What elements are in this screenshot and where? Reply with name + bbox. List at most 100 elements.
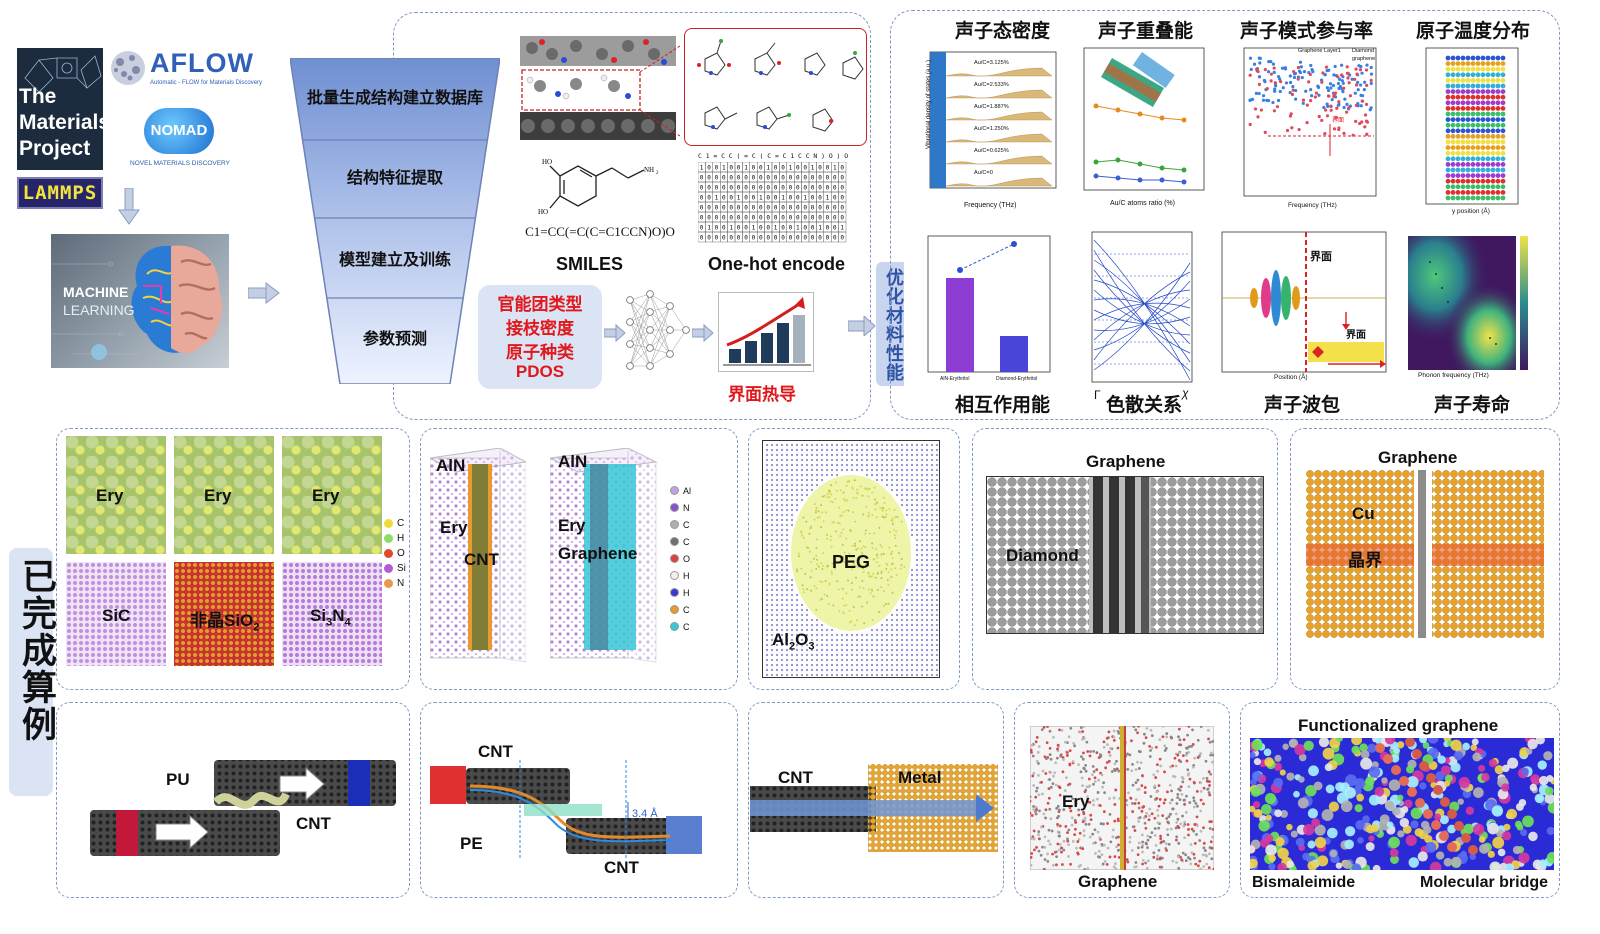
completed-cases-label: 已完成算例 [17, 558, 56, 743]
case-functionalized-graphene [1240, 702, 1560, 898]
svg-text:0: 0 [818, 205, 822, 212]
svg-text:0: 0 [707, 215, 711, 222]
svg-text:0: 0 [715, 185, 719, 192]
svg-text:0: 0 [766, 225, 770, 232]
svg-text:0: 0 [826, 215, 830, 222]
svg-text:0: 0 [766, 185, 770, 192]
legend-c: C [397, 518, 405, 529]
svg-text:0: 0 [803, 205, 807, 212]
ery-top-3: Ery [282, 436, 382, 554]
svg-text:1: 1 [833, 165, 837, 172]
funnel-step-1: 批量生成结构建立数据库 [306, 90, 483, 107]
nomad-subtitle: NOVEL MATERIALS DISCOVERY [130, 160, 230, 167]
svg-text:0: 0 [707, 175, 711, 182]
svg-text:0: 0 [803, 215, 807, 222]
pdos-stack-art: Vibrational density of states (a.u.) [926, 51, 1057, 189]
svg-text:0: 0 [737, 215, 741, 222]
metal-label: Metal [898, 768, 942, 787]
lammps-logo: LAMMPS [17, 177, 103, 209]
svg-text:0: 0 [737, 225, 741, 232]
wavepacket-interface-2: 界面 [1346, 330, 1366, 341]
svg-text:HO: HO [538, 208, 548, 216]
svg-text:0: 0 [700, 235, 704, 242]
feature-box: 官能团类型 接枝密度 原子种类 PDOS [478, 285, 602, 389]
svg-text:1: 1 [826, 195, 830, 202]
svg-text:0: 0 [811, 215, 815, 222]
svg-text:0: 0 [715, 165, 719, 172]
svg-text:0: 0 [781, 165, 785, 172]
pdos-series-6: Au/C=0 [974, 170, 993, 176]
pu-label: PU [166, 770, 190, 789]
svg-text:0: 0 [752, 185, 756, 192]
title-dispersion: 色散关系 [1106, 395, 1183, 416]
svg-text:0: 0 [759, 165, 763, 172]
nomad-logo: NOMAD NOVEL MATERIALS DISCOVERY [130, 108, 230, 174]
wavepacket-interface-1: 界面 [1310, 251, 1332, 263]
svg-text:0: 0 [766, 235, 770, 242]
svg-text:0: 0 [737, 165, 741, 172]
title-lifetime: 声子寿命 [1434, 395, 1511, 416]
svg-text:1: 1 [752, 225, 756, 232]
svg-text:0: 0 [833, 235, 837, 242]
svg-text:0: 0 [700, 195, 704, 202]
overlap-plot: Au/C atoms ratio (%) [1066, 44, 1212, 212]
al2o3-label: Al2O3 [772, 630, 814, 652]
svg-text:0: 0 [759, 205, 763, 212]
functional-groups-box [684, 28, 867, 146]
case-cu-graphene [1290, 428, 1560, 690]
pdos-series-3: Au/C=1.887% [974, 104, 1009, 110]
neural-network-icon [626, 290, 690, 370]
funnel-step-2: 结构特征提取 [346, 170, 443, 187]
diamond-label: Diamond [1006, 546, 1079, 565]
svg-text:0: 0 [707, 235, 711, 242]
pe-label: PE [460, 834, 483, 853]
down-arrow-icon [118, 188, 140, 225]
model-funnel: 批量生成结构建立数据库 结构特征提取 模型建立及训练 参数预测 [290, 58, 500, 384]
pr-legend-2: Diamond [1352, 48, 1375, 54]
wavepacket-xlabel: Position (Å) [1274, 374, 1308, 381]
svg-text:0: 0 [840, 215, 844, 222]
svg-text:Vibrational density of states: Vibrational density of states (a.u.) [926, 60, 932, 149]
svg-text:0: 0 [722, 175, 726, 182]
svg-text:0: 0 [722, 195, 726, 202]
onehot-label: One-hot encode [708, 254, 846, 274]
svg-text:1: 1 [781, 195, 785, 202]
svg-text:0: 0 [803, 225, 807, 232]
svg-text:0: 0 [715, 215, 719, 222]
cnt-label-pu: CNT [296, 814, 331, 833]
arrow-to-network-icon [604, 324, 626, 342]
svg-text:0: 0 [715, 225, 719, 232]
svg-text:0: 0 [752, 205, 756, 212]
dispersion-plot [1090, 230, 1194, 388]
svg-text:0: 0 [833, 175, 837, 182]
aflow-subtitle: Automatic - FLOW for Materials Discovery [150, 80, 263, 86]
svg-text:0: 0 [744, 215, 748, 222]
title-pdos: 声子态密度 [955, 21, 1051, 42]
interaction-cat-2: Diamond-Erythritol [996, 376, 1038, 382]
svg-text:0: 0 [818, 185, 822, 192]
svg-text:0: 0 [811, 195, 815, 202]
cnt-bottom-label: CNT [604, 858, 639, 877]
ery-label-2: Ery [204, 486, 232, 505]
thermal-conductance-chart [718, 292, 814, 372]
bismaleimide-label: Bismaleimide [1252, 874, 1356, 891]
case-diamond-graphene [972, 428, 1278, 690]
aln-legend-item: C [670, 516, 691, 533]
aflow-logo: AFLOW Automatic - FLOW for Materials Dis… [106, 44, 262, 96]
svg-text:0: 0 [803, 235, 807, 242]
svg-text:0: 0 [707, 165, 711, 172]
svg-text:0: 0 [811, 235, 815, 242]
funnel-shape [290, 58, 500, 384]
svg-text:0: 0 [833, 215, 837, 222]
aln-legend-item: H [670, 567, 691, 584]
dispersion-gamma: Γ [1094, 388, 1101, 402]
ery-top-2: Ery [174, 436, 274, 554]
brain-icon [51, 245, 223, 360]
svg-text:0: 0 [774, 175, 778, 182]
svg-text:0: 0 [796, 215, 800, 222]
svg-text:0: 0 [729, 185, 733, 192]
svg-text:0: 0 [781, 205, 785, 212]
svg-text:0: 0 [729, 235, 733, 242]
